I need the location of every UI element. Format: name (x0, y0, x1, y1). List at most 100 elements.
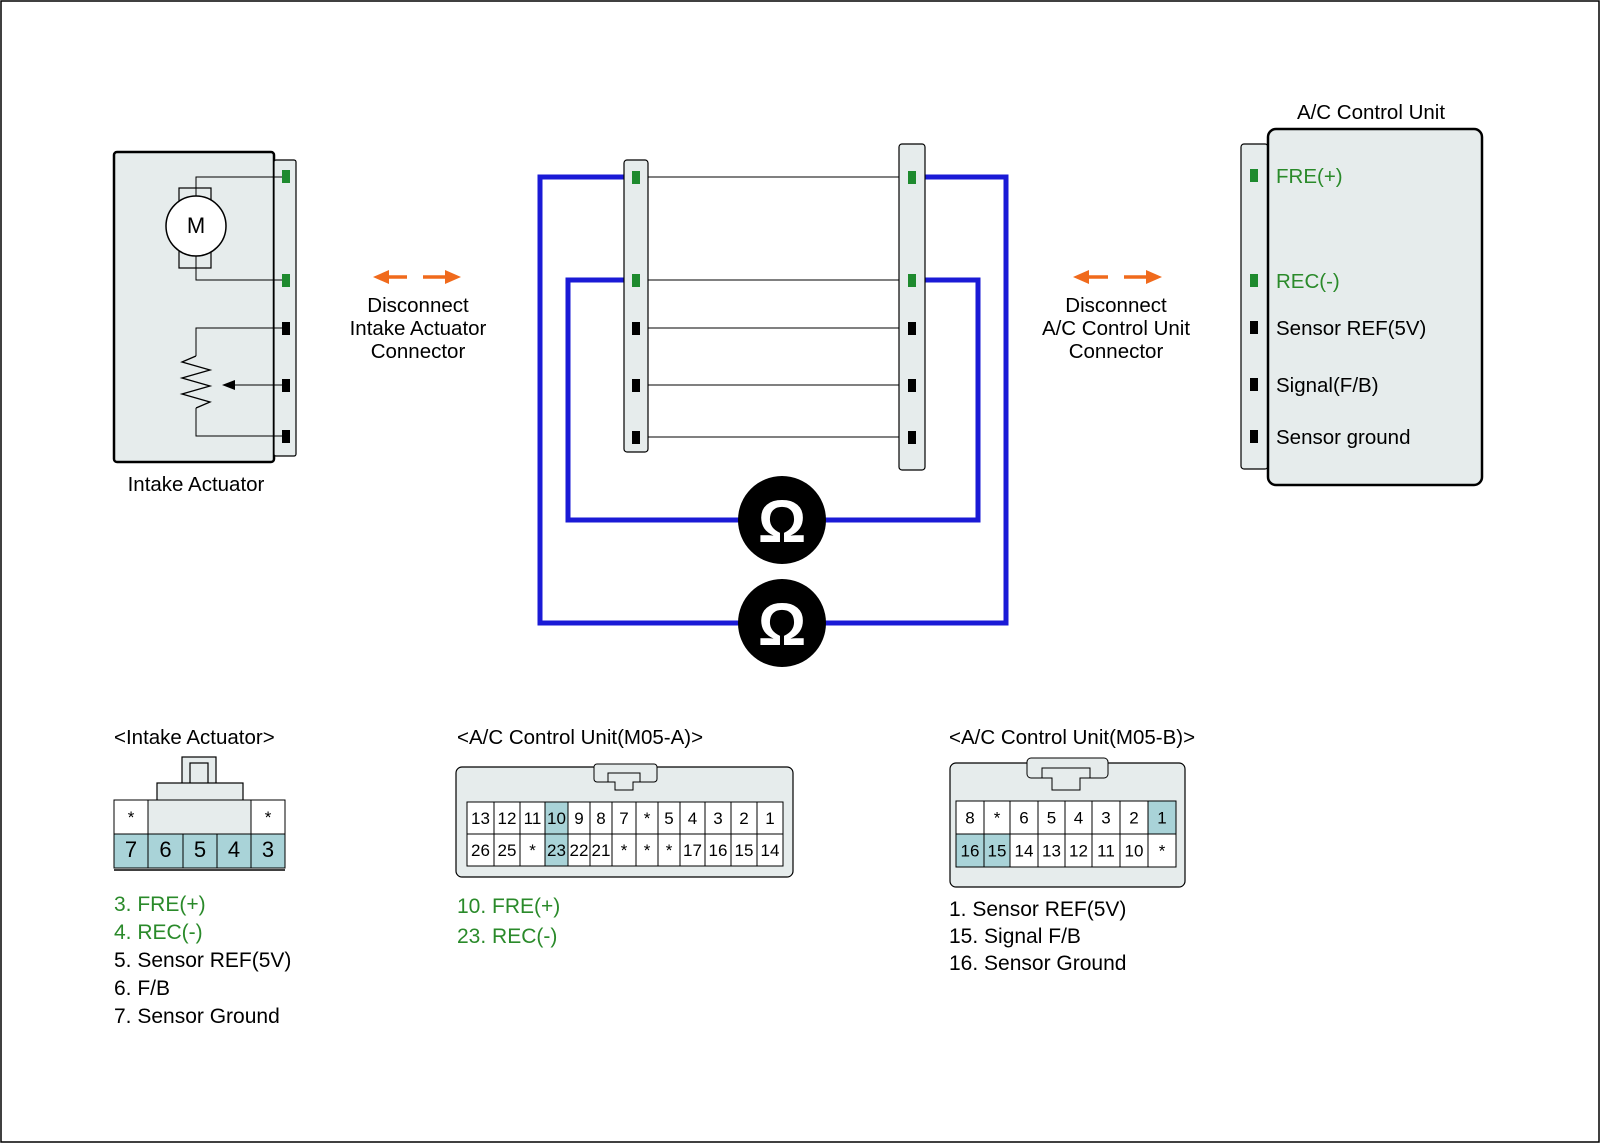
pin-legend-item: 4. REC(-) (114, 921, 203, 944)
ac-unit-body (1266, 127, 1484, 487)
connector-pin-label: 5 (194, 837, 206, 862)
disconnect-label-left: Disconnect Intake Actuator Connector (350, 294, 487, 363)
connector-pin-cell (1147, 833, 1177, 868)
ac-pin-label: Sensor ground (1276, 426, 1410, 449)
connector-pin-label: 15 (735, 841, 754, 860)
connector-pin-label: 5 (1047, 809, 1056, 828)
connector-pin-label: 7 (619, 809, 628, 828)
connector-pin-cell (216, 833, 252, 869)
connector-pin-label: 1 (1157, 809, 1166, 828)
connector-pin-label: 10 (547, 809, 566, 828)
connector-pin-cell (983, 800, 1011, 835)
connector-pin-cell (679, 833, 706, 867)
pin-legend-item: 7. Sensor Ground (114, 1005, 280, 1028)
ac-pin-label: REC(-) (1276, 270, 1340, 293)
connector-pin-label: * (265, 808, 272, 827)
connector-pin-label: * (644, 841, 651, 860)
wiper-arrow-icon (222, 380, 235, 390)
connector-pin-cell (1064, 833, 1093, 868)
connector-pin-cell (1037, 800, 1066, 835)
connector-pin-cell (493, 833, 521, 867)
pin-legend-item: 23. REC(-) (457, 925, 557, 948)
m05b-connector-title: <A/C Control Unit(M05-B)> (949, 726, 1195, 749)
connector-pin-cell (730, 801, 758, 835)
harness-connector-left (623, 159, 649, 453)
connector-pin-label: 3 (713, 809, 722, 828)
connector-pin-label: 25 (498, 841, 517, 860)
connector-pin-label: * (644, 809, 651, 828)
ac-pin-label: Sensor REF(5V) (1276, 317, 1426, 340)
connector-pin-label: 10 (1125, 842, 1144, 861)
svg-text:Connector: Connector (1069, 340, 1164, 363)
ac-control-unit-label: A/C Control Unit (1297, 101, 1445, 124)
connector-pin-label: 15 (988, 842, 1007, 861)
connector-pin-label: 17 (683, 841, 702, 860)
connector-pin-cell (1147, 800, 1177, 835)
connector-pin-label: 6 (159, 837, 171, 862)
connector-pin-label: 23 (547, 841, 566, 860)
resistor-icon (179, 355, 213, 409)
connector-pin-label: 16 (709, 841, 728, 860)
connector-pin-label: 4 (228, 837, 240, 862)
ac-unit-connector-strip (1240, 143, 1269, 470)
connector-pin-cell (704, 801, 732, 835)
connector-pin-label: 7 (125, 837, 137, 862)
intake-actuator: M Intake Actuator (112, 150, 297, 496)
connector-pin-label: * (529, 841, 536, 860)
connector-pin-label: 5 (664, 809, 673, 828)
connector-pin-label: 6 (1019, 809, 1028, 828)
svg-text:Disconnect: Disconnect (1065, 294, 1167, 317)
connector-pin-label: 14 (1015, 842, 1034, 861)
ac-control-unit: A/C Control Unit FRE(+) REC(-) Sensor REF(… (1240, 101, 1484, 487)
svg-text:A/C Control Unit: A/C Control Unit (1042, 317, 1190, 340)
connector-pin-cell (182, 833, 218, 869)
connector-pin-label: 9 (574, 809, 583, 828)
connector-pin-cell (756, 833, 784, 867)
connector-pin-label: 3 (262, 837, 274, 862)
pin-legend-item: 16. Sensor Ground (949, 952, 1126, 975)
connector-pin-label: 4 (1074, 809, 1083, 828)
disconnect-arrow-left-icon (373, 270, 461, 284)
connector-pin-label: 12 (498, 809, 517, 828)
ohm-symbol: Ω (758, 591, 806, 658)
connector-pin-label: * (621, 841, 628, 860)
connector-pin-cell (730, 833, 758, 867)
connector-pin-label: 1 (765, 809, 774, 828)
connector-pin-label: 11 (524, 809, 542, 828)
actuator-connector-strip (273, 159, 297, 457)
disconnect-arrow-right-icon (1073, 270, 1162, 284)
connector-pin-label: 8 (965, 809, 974, 828)
connector-pin-cell (1009, 800, 1039, 835)
connector-pin-label: * (994, 809, 1001, 828)
connector-pin-label: 21 (592, 841, 611, 860)
connector-pin-label: 8 (596, 809, 605, 828)
connector-pin-label: 13 (1042, 842, 1061, 861)
pin-legend-item: 3. FRE(+) (114, 893, 206, 916)
pin-legend-item: 10. FRE(+) (457, 895, 560, 918)
connector-pin-label: * (666, 841, 673, 860)
harness-connector-right (898, 143, 926, 471)
pin-legend-item: 15. Signal F/B (949, 925, 1081, 948)
connector-pin-label: 4 (688, 809, 697, 828)
connector-pin-label: 2 (739, 809, 748, 828)
connector-pin-cell (1037, 833, 1066, 868)
intake-actuator-label: Intake Actuator (128, 473, 265, 496)
ohmmeter-icon (738, 579, 826, 667)
intake-connector-title: <Intake Actuator> (114, 726, 275, 749)
connector-pin-cell (250, 799, 286, 835)
svg-text:Intake Actuator: Intake Actuator (350, 317, 487, 340)
connector-pin-label: 26 (471, 841, 490, 860)
connector-pin-label: 11 (1097, 842, 1115, 861)
svg-text:Connector: Connector (371, 340, 466, 363)
connector-pin-label: 22 (570, 841, 589, 860)
connector-pin-label: 2 (1129, 809, 1138, 828)
connector-pin-cell (1119, 800, 1149, 835)
motor-symbol: M (187, 213, 205, 238)
disconnect-label-right: Disconnect A/C Control Unit Connector (1042, 294, 1190, 363)
connector-pin-label: 13 (471, 809, 490, 828)
ac-pin-label: FRE(+) (1276, 165, 1343, 188)
